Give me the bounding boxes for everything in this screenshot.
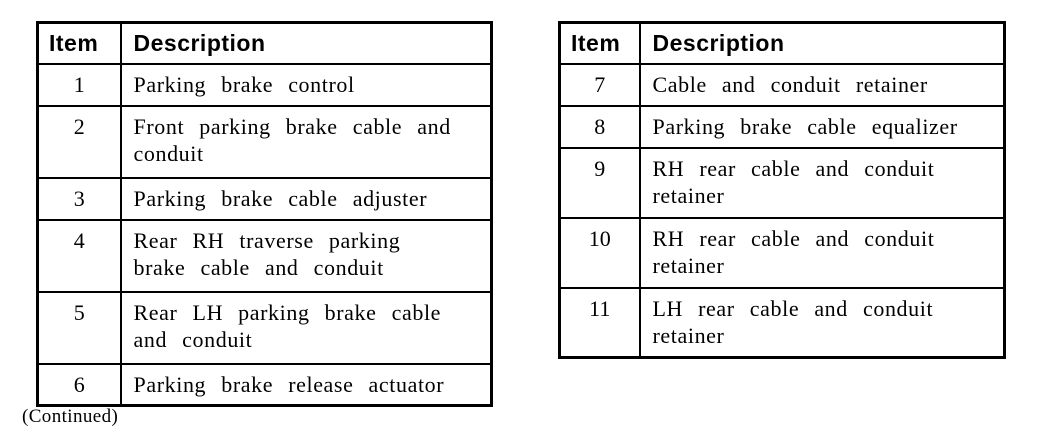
description-cell: Parking brake cable equalizer — [638, 104, 1006, 149]
table-row: 11 LH rear cable and conduit retainer — [558, 286, 1006, 359]
table-row: 6 Parking brake release actuator — [36, 362, 493, 407]
description-cell: RH rear cable and conduit retainer — [638, 216, 1006, 289]
item-cell: 6 — [36, 362, 122, 407]
description-cell: RH rear cable and conduit retainer — [638, 146, 1006, 219]
item-cell: 9 — [558, 146, 641, 219]
item-cell: 8 — [558, 104, 641, 149]
item-cell: 3 — [36, 176, 122, 221]
description-cell: LH rear cable and conduit retainer — [638, 286, 1006, 359]
table-header-row: Item Description — [558, 21, 1006, 65]
description-cell: Front parking brake cable and conduit — [119, 104, 493, 179]
item-cell: 7 — [558, 62, 641, 107]
item-cell: 4 — [36, 218, 122, 293]
table-row: 8 Parking brake cable equalizer — [558, 104, 1006, 149]
table-header-row: Item Description — [36, 21, 493, 65]
table-row: 1 Parking brake control — [36, 62, 493, 107]
description-column-header: Description — [638, 21, 1006, 65]
table-row: 4 Rear RH traverse parking brake cable a… — [36, 218, 493, 293]
table-row: 9 RH rear cable and conduit retainer — [558, 146, 1006, 219]
item-cell: 5 — [36, 290, 122, 365]
parts-table-items-7-11: Item Description 7 Cable and conduit ret… — [558, 21, 1006, 359]
table-row: 10 RH rear cable and conduit retainer — [558, 216, 1006, 289]
description-cell: Parking brake release actuator — [119, 362, 493, 407]
table-row: 2 Front parking brake cable and conduit — [36, 104, 493, 179]
description-cell: Parking brake control — [119, 62, 493, 107]
item-cell: 2 — [36, 104, 122, 179]
item-column-header: Item — [36, 21, 122, 65]
table-row: 3 Parking brake cable adjuster — [36, 176, 493, 221]
description-cell: Rear LH parking brake cable and conduit — [119, 290, 493, 365]
description-cell: Cable and conduit retainer — [638, 62, 1006, 107]
description-cell: Parking brake cable adjuster — [119, 176, 493, 221]
item-cell: 11 — [558, 286, 641, 359]
continued-note: (Continued) — [22, 406, 119, 427]
table-row: 7 Cable and conduit retainer — [558, 62, 1006, 107]
item-cell: 10 — [558, 216, 641, 289]
description-cell: Rear RH traverse parking brake cable and… — [119, 218, 493, 293]
item-cell: 1 — [36, 62, 122, 107]
parts-table-items-1-6: Item Description 1 Parking brake control… — [36, 21, 493, 407]
item-column-header: Item — [558, 21, 641, 65]
table-row: 5 Rear LH parking brake cable and condui… — [36, 290, 493, 365]
description-column-header: Description — [119, 21, 493, 65]
